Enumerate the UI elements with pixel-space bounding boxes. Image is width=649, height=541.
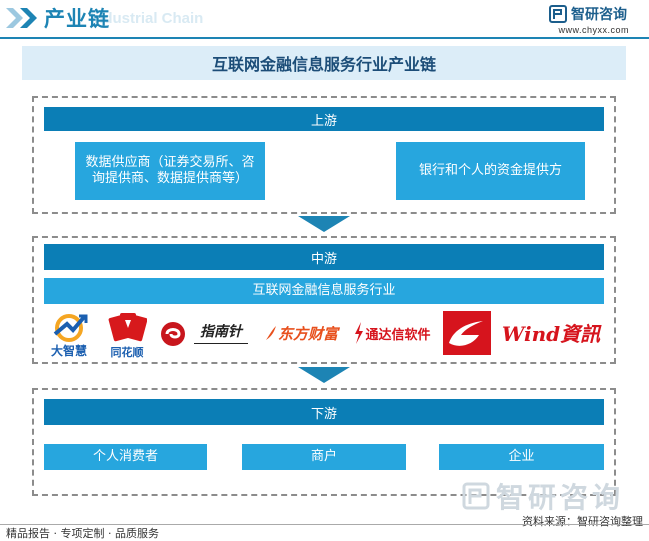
wind-logo-text: Wind資訊 bbox=[501, 321, 601, 346]
brand: 智研咨询 bbox=[549, 4, 627, 24]
down-arrow-icon bbox=[298, 216, 350, 232]
tonghuashun-cards-icon bbox=[108, 313, 147, 342]
downstream-box-consumers: 个人消费者 bbox=[44, 444, 207, 470]
source-note: 资料来源：智研咨询整理 bbox=[522, 515, 643, 528]
header-watermark: Industrial Chain bbox=[90, 10, 204, 27]
zhinanzhen-underline bbox=[194, 342, 248, 344]
downstream-box-merchants: 商户 bbox=[242, 444, 406, 470]
midstream-bar: 中游 bbox=[44, 244, 604, 270]
diagram-title: 互联网金融信息服务行业产业链 bbox=[22, 46, 626, 80]
zhinanzhen-logo: 指南针 bbox=[190, 314, 252, 350]
watermark-logo-icon bbox=[462, 482, 490, 510]
brand-logo-icon bbox=[549, 5, 567, 23]
wind-logo: Wind資訊 bbox=[496, 314, 606, 350]
double-chevron-icon bbox=[6, 8, 37, 28]
dazhihui-emblem-icon bbox=[53, 313, 88, 342]
tongdaxin-logo-text: 通达信软件 bbox=[365, 327, 431, 343]
eastmoney-logo: 东方财富 bbox=[258, 318, 344, 348]
upstream-box-fund-providers: 银行和个人的资金提供方 bbox=[396, 142, 585, 200]
tongdaxin-bolt-icon bbox=[355, 322, 364, 344]
wind-e-icon bbox=[443, 311, 491, 355]
tonghuashun-logo: 同花顺 bbox=[100, 308, 154, 362]
midstream-section bbox=[32, 236, 616, 364]
brand-name: 智研咨询 bbox=[571, 7, 627, 23]
upstream-box-data-suppliers: 数据供应商（证券交易所、咨询提供商、数据提供商等） bbox=[75, 142, 265, 200]
upstream-section bbox=[32, 96, 616, 214]
downstream-box-enterprises: 企业 bbox=[439, 444, 604, 470]
header-divider bbox=[0, 37, 649, 39]
compass-swirl-icon bbox=[161, 322, 185, 346]
eastmoney-logo-text: 东方财富 bbox=[277, 324, 338, 343]
brand-url: www.chyxx.com bbox=[558, 25, 629, 35]
watermark-text: 智研咨询 bbox=[496, 481, 625, 514]
dazhihui-logo: 大智慧 bbox=[44, 308, 94, 362]
zhinanzhen-logo-text: 指南针 bbox=[200, 323, 242, 340]
tonghuashun-logo-text: 同花顺 bbox=[110, 346, 144, 359]
footer-slogan: 精品报告 · 专项定制 · 品质服务 bbox=[6, 527, 159, 540]
downstream-section bbox=[32, 388, 616, 496]
dazhihui-logo-text: 大智慧 bbox=[50, 343, 87, 358]
downstream-bar: 下游 bbox=[44, 399, 604, 425]
midstream-industry-box: 互联网金融信息服务行业 bbox=[44, 278, 604, 304]
wind-e-logo bbox=[442, 310, 492, 356]
header: Industrial Chain 产业链 智研咨询 www.chyxx.com bbox=[0, 0, 649, 39]
tongdaxin-logo: 通达信软件 bbox=[348, 318, 436, 348]
eastmoney-swoosh-icon bbox=[265, 326, 276, 340]
footer-divider bbox=[0, 524, 649, 525]
bottom-watermark: 智研咨询 bbox=[462, 476, 624, 516]
upstream-bar: 上游 bbox=[44, 107, 604, 131]
down-arrow-icon-2 bbox=[298, 367, 350, 383]
page-title: 产业链 bbox=[44, 7, 110, 31]
compass-logo bbox=[158, 314, 188, 354]
